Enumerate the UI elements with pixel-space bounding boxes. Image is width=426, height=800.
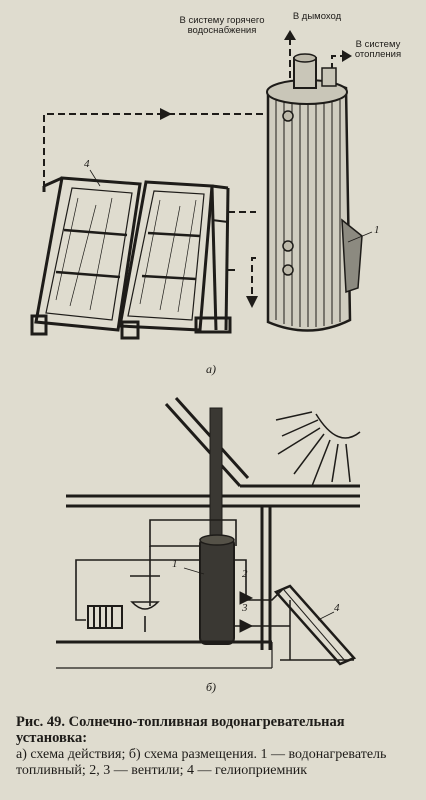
boiler-b xyxy=(199,534,235,645)
floor xyxy=(56,640,273,669)
pipes-b xyxy=(75,519,290,627)
sublabel-a: а) xyxy=(206,362,216,376)
label-hot-water-system: В систему горячего водоснабжения xyxy=(179,15,265,36)
callout-3-b: 3 xyxy=(242,602,248,614)
callout-2-b: 2 xyxy=(242,568,248,580)
sun xyxy=(275,411,361,487)
callout-1-b: 1 xyxy=(172,558,178,570)
panel-supports xyxy=(30,184,232,340)
chimney-pipe xyxy=(209,407,223,549)
sublabel-b: б) xyxy=(206,680,217,694)
flow-arrow-top xyxy=(160,108,172,120)
caption-title: Рис. 49. Солнечно-топливная водонагреват… xyxy=(16,714,345,746)
caption-body: а) схема действия; б) схема размещения. … xyxy=(16,747,387,778)
flow-arrow-down xyxy=(246,296,258,308)
figure-b-drawing xyxy=(56,396,361,669)
label-chimney: В дымоход xyxy=(292,11,342,22)
sink xyxy=(130,601,160,632)
boiler xyxy=(266,53,363,332)
solar-panel-right xyxy=(118,180,214,332)
figure-caption: Рис. 49. Солнечно-топливная водонагреват… xyxy=(16,714,412,779)
figure-a-drawing xyxy=(30,30,373,340)
flow-arrow-heating xyxy=(342,50,352,62)
callout-4-b: 4 xyxy=(334,602,340,614)
radiator xyxy=(87,605,123,629)
callout-4-a: 4 xyxy=(84,158,90,170)
dashed-pipes xyxy=(43,38,346,298)
solar-collector-b xyxy=(273,584,357,666)
flow-arrow-hot xyxy=(284,30,296,40)
valves xyxy=(239,591,254,633)
label-heating-system: В систему отопления xyxy=(354,39,402,60)
solar-panel-left xyxy=(34,176,142,332)
callout-1-a: 1 xyxy=(374,224,380,236)
